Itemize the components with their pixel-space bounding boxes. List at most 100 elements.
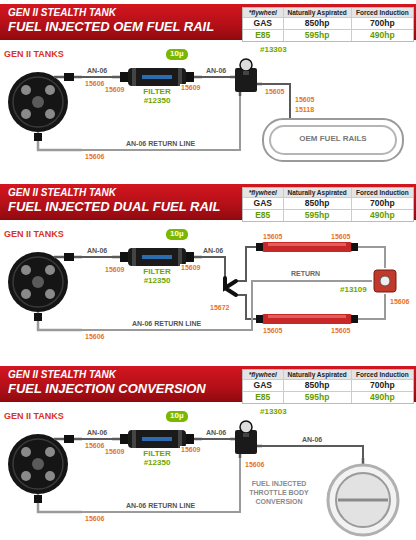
line-label: AN-06	[205, 429, 227, 437]
feed-line	[82, 438, 112, 440]
table-cell: 595hp	[283, 30, 351, 41]
band-subtitle: GEN II STEALTH TANK	[8, 369, 116, 380]
band-subtitle: GEN II STEALTH TANK	[8, 187, 116, 198]
spec-row: *flywheelNaturally AspiratedForced Induc…	[243, 370, 413, 379]
throttle-body: FUEL INJECTED THROTTLE BODY CONVERSION	[248, 458, 408, 536]
spec-row: E85595hp490hp	[243, 209, 413, 221]
part-number: 15606	[84, 333, 105, 341]
y-fitting: 15672	[214, 278, 236, 302]
feed-line	[202, 257, 225, 278]
filter-part-number: FILTER #12350	[137, 450, 177, 468]
fuel-filter: 10µFILTER #12350	[112, 46, 202, 110]
regulator-drawing	[230, 58, 262, 96]
feed-line	[202, 76, 230, 78]
filter-part-number: FILTER #12350	[137, 88, 177, 106]
part-number: 15118	[294, 106, 315, 114]
part-number: 15609	[104, 266, 125, 274]
fuel-tank: GEN II TANKS	[4, 50, 82, 156]
table-cell: Forced Induction	[351, 8, 413, 17]
feed-line	[262, 84, 290, 118]
band-subtitle: GEN II STEALTH TANK	[8, 7, 116, 18]
tank-drawing	[4, 412, 82, 518]
table-cell: 700hp	[351, 380, 413, 391]
table-cell: 490hp	[351, 392, 413, 403]
line-label: AN-06 RETURN LINE	[131, 320, 202, 328]
throttle-caption: FUEL INJECTED THROTTLE BODY CONVERSION	[248, 480, 310, 506]
table-cell: 700hp	[351, 18, 413, 29]
part-number: 15609	[180, 84, 201, 92]
micron-badge: 10µ	[166, 49, 188, 60]
line-label: AN-06	[205, 67, 227, 75]
part-number: 15605	[294, 96, 315, 104]
tank-drawing	[4, 50, 82, 156]
table-cell: E85	[243, 210, 283, 221]
table-cell: GAS	[243, 380, 283, 391]
table-cell: 490hp	[351, 30, 413, 41]
part-number: 15605	[262, 233, 283, 241]
part-number: 15609	[180, 264, 201, 272]
band-title: FUEL INJECTED DUAL FUEL RAIL	[8, 200, 220, 214]
spec-row: *flywheelNaturally AspiratedForced Induc…	[243, 8, 413, 17]
table-cell: GAS	[243, 198, 283, 209]
table-cell: Forced Induction	[351, 188, 413, 197]
table-cell: 595hp	[283, 210, 351, 221]
fuel-tank: GEN II TANKS	[4, 230, 82, 336]
part-number: 15605	[330, 327, 351, 335]
band-title: FUEL INJECTION CONVERSION	[8, 382, 206, 396]
table-cell: *flywheel	[243, 188, 283, 197]
tank-heading: GEN II TANKS	[4, 230, 64, 240]
line-label: AN-06	[202, 247, 224, 255]
table-cell: *flywheel	[243, 370, 283, 379]
regulator-part-number: #13303	[260, 408, 287, 417]
line-label: AN-06	[86, 429, 108, 437]
table-cell: 850hp	[283, 380, 351, 391]
band-title: FUEL INJECTED OEM FUEL RAIL	[8, 20, 214, 34]
micron-badge: 10µ	[166, 411, 188, 422]
throttle-body-drawing	[248, 458, 408, 536]
part-number: 15606	[84, 153, 105, 161]
line-label: AN-06	[86, 247, 108, 255]
fuel-rail-pair	[236, 242, 385, 324]
regulator-part-number: #13303	[260, 46, 287, 55]
feed-line	[262, 446, 363, 458]
regulator-part-number: #13109	[340, 286, 367, 295]
part-number: 15609	[104, 86, 125, 94]
spec-table: *flywheelNaturally AspiratedForced Induc…	[242, 187, 414, 222]
spec-row: GAS850hp700hp	[243, 17, 413, 29]
regulator-drawing	[230, 420, 262, 458]
part-number: 15606	[244, 461, 265, 469]
table-cell: E85	[243, 30, 283, 41]
rail-caption: OEM FUEL RAILS	[262, 135, 404, 144]
spec-table: *flywheelNaturally AspiratedForced Induc…	[242, 369, 414, 404]
part-number: 15605	[330, 233, 351, 241]
feed-line	[82, 76, 112, 78]
table-cell: 850hp	[283, 18, 351, 29]
spec-table: *flywheelNaturally AspiratedForced Induc…	[242, 7, 414, 42]
spec-row: E85595hp490hp	[243, 391, 413, 403]
part-number: 15606	[84, 515, 105, 523]
table-cell: *flywheel	[243, 8, 283, 17]
line-label: AN-06	[301, 436, 323, 444]
filter-part-number: FILTER #12350	[137, 268, 177, 286]
spec-row: GAS850hp700hp	[243, 197, 413, 209]
spec-row: E85595hp490hp	[243, 29, 413, 41]
table-cell: E85	[243, 392, 283, 403]
pressure-regulator: #13303	[230, 420, 262, 458]
regulator-drawing	[372, 268, 398, 294]
part-number: 15606	[84, 80, 105, 88]
line-label: AN-06 RETURN LINE	[125, 140, 196, 148]
part-number: 15609	[104, 448, 125, 456]
table-cell: Naturally Aspirated	[283, 370, 351, 379]
table-cell: 850hp	[283, 198, 351, 209]
part-number: 15606	[84, 442, 105, 450]
pressure-regulator: #13109	[372, 268, 398, 294]
table-cell: GAS	[243, 18, 283, 29]
table-cell: Naturally Aspirated	[283, 8, 351, 17]
pressure-regulator: #13303	[230, 58, 262, 96]
micron-badge: 10µ	[166, 229, 188, 240]
table-cell: 490hp	[351, 210, 413, 221]
spec-row: *flywheelNaturally AspiratedForced Induc…	[243, 188, 413, 197]
part-number: 15609	[180, 446, 201, 454]
part-number: 15606	[389, 298, 410, 306]
